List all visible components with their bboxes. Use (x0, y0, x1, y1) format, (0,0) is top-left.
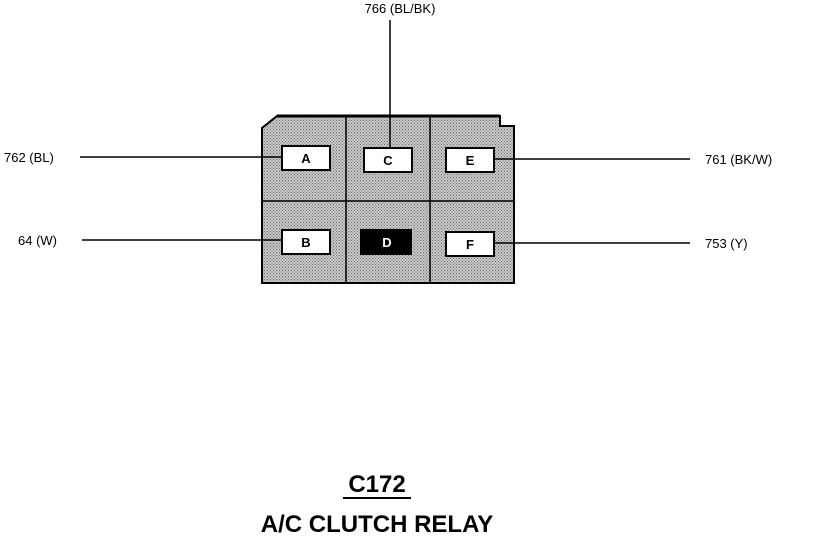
pin-b: B (281, 229, 331, 255)
pin-c-box (363, 147, 413, 173)
pin-e-box (445, 147, 495, 173)
wire-a-label: 762 (BL) (4, 150, 54, 165)
pin-d-box-blocked (360, 229, 412, 255)
pin-c: C (363, 147, 413, 173)
pin-f: F (445, 231, 495, 257)
pin-b-label: B (301, 235, 310, 250)
connector-body (261, 115, 515, 284)
wire-e-label: 761 (BK/W) (705, 152, 772, 167)
connector-housing (261, 114, 515, 284)
pin-e: E (445, 147, 495, 173)
wire-c-label: 766 (BL/BK) (365, 1, 436, 16)
pin-a: A (281, 145, 331, 171)
pin-f-label: F (466, 237, 474, 252)
pin-b-box (281, 229, 331, 255)
pin-a-label: A (301, 151, 311, 166)
wire-leads (80, 20, 690, 244)
connector-id: C172 (348, 471, 405, 498)
pin-d-label: D (382, 235, 391, 250)
pin-c-label: C (383, 153, 393, 168)
wire-f-label: 753 (Y) (705, 236, 748, 251)
connector-name: A/C CLUTCH RELAY (261, 511, 493, 536)
pin-e-label: E (466, 153, 475, 168)
pin-f-box (445, 231, 495, 257)
pin-d: D (360, 229, 412, 255)
wire-b-label: 64 (W) (18, 233, 57, 248)
pin-a-box (281, 145, 331, 171)
